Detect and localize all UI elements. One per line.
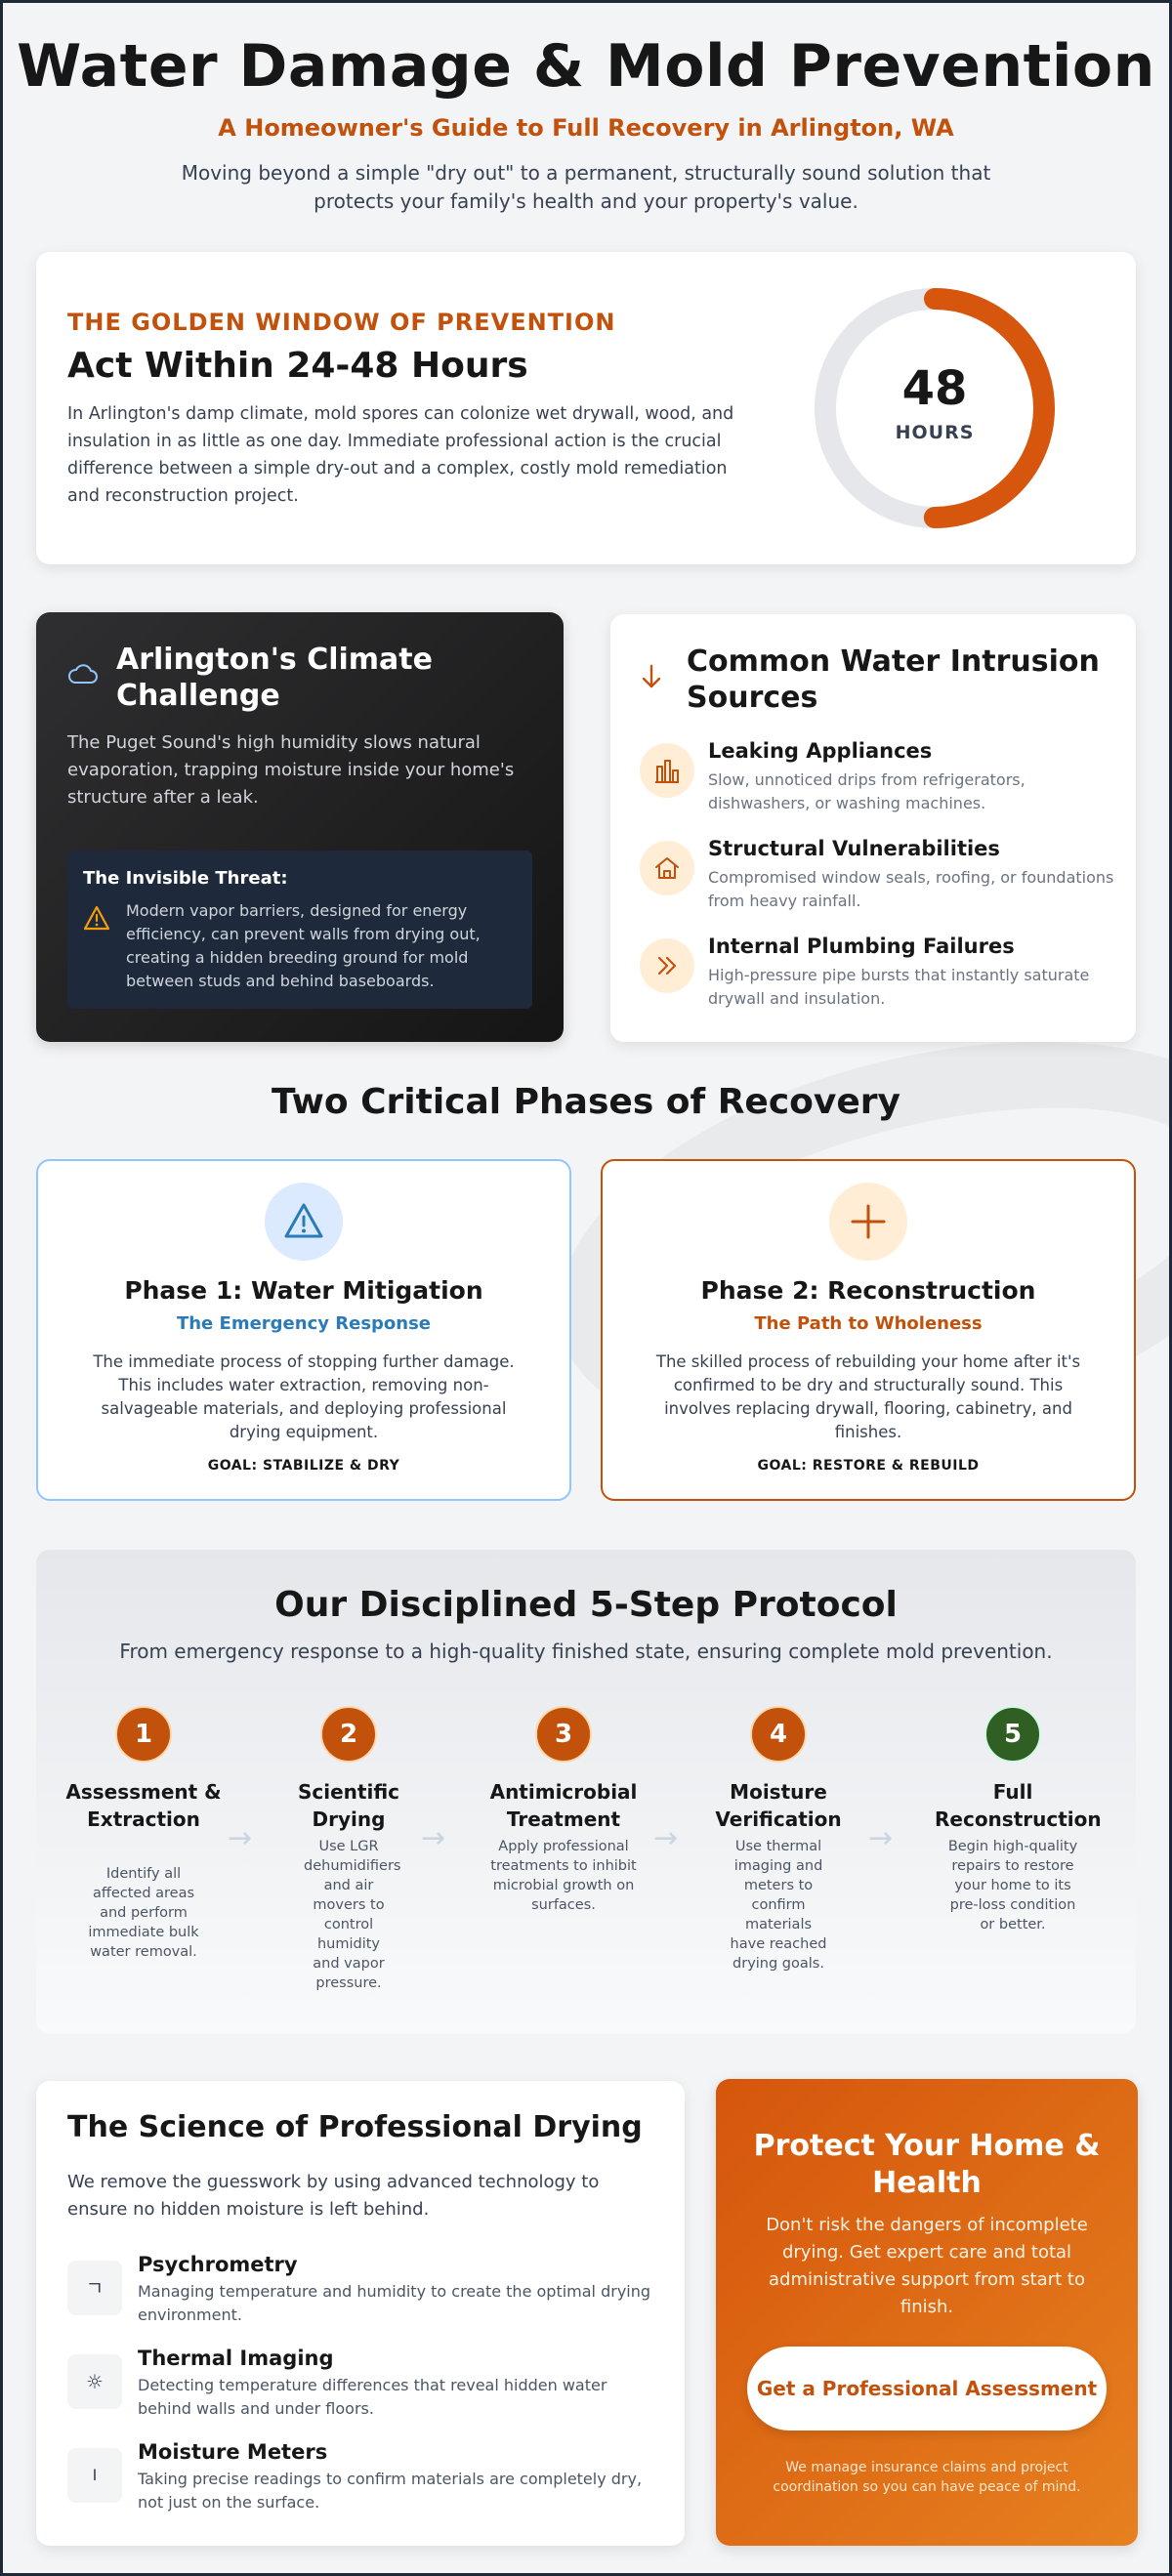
climate-card: Arlington's Climate Challenge The Puget …: [36, 612, 564, 1042]
science-item-name: Moisture Meters: [138, 2440, 328, 2464]
protocol-subtitle: From emergency response to a high-qualit…: [119, 1640, 1053, 1663]
phase-goal: GOAL: RESTORE & REBUILD: [757, 1458, 980, 1474]
step-name: Moisture Verification: [715, 1780, 842, 1831]
page: Water Damage & Mold Prevention A Homeown…: [3, 3, 1169, 2573]
plus-icon: [851, 1204, 886, 1239]
science-body: We remove the guesswork by using advance…: [67, 2172, 600, 2220]
list-item: ☼ Thermal Imaging Detecting temperature …: [67, 2347, 663, 2421]
climate-body: The Puget Sound's high humidity slows na…: [67, 732, 515, 808]
meter-icon: I: [67, 2448, 122, 2503]
ring-progress: [815, 288, 1055, 528]
phase-subtitle: The Path to Wholeness: [754, 1313, 983, 1334]
step-name: Scientific Drying: [297, 1780, 399, 1831]
phase-2-card: Phase 2: Reconstruction The Path to Whol…: [601, 1159, 1136, 1501]
step-number: 5: [984, 1706, 1041, 1763]
science-item-desc: Taking precise readings to confirm mater…: [138, 2470, 643, 2512]
hours-ring-gauge: [815, 288, 1055, 528]
source-desc: Slow, unnoticed drips from refrigerators…: [708, 770, 1026, 812]
arrow-down-icon: [642, 664, 661, 688]
step-arrow: →: [868, 1821, 894, 1855]
step-desc: Begin high-quality repairs to restore yo…: [947, 1839, 1078, 1932]
step-name: Assessment & Extraction: [65, 1780, 222, 1831]
science-item-name: Psychrometry: [138, 2253, 298, 2276]
header: Water Damage & Mold Prevention A Homeown…: [3, 32, 1169, 216]
step-desc: Identify all affected areas and perform …: [88, 1866, 199, 1960]
phase-1-card: Phase 1: Water Mitigation The Emergency …: [36, 1159, 571, 1501]
step-arrow: →: [421, 1821, 446, 1855]
step-arrow: →: [228, 1821, 253, 1855]
list-item: ㄱ Psychrometry Managing temperature and …: [67, 2253, 663, 2327]
source-desc: High-pressure pipe bursts that instantly…: [708, 966, 1090, 1008]
step-number: 3: [535, 1706, 592, 1763]
warning-icon: [284, 1203, 323, 1238]
list-item: Internal Plumbing Failures High-pressure…: [640, 935, 1118, 1013]
phase-title: Phase 1: Water Mitigation: [124, 1276, 483, 1305]
page-subtitle: A Homeowner's Guide to Full Recovery in …: [218, 114, 954, 142]
house-icon: [655, 857, 679, 879]
golden-window-title: Act Within 24-48 Hours: [67, 346, 528, 386]
protect-cta-card: Protect Your Home & Health Don't risk th…: [716, 2079, 1138, 2546]
step-desc: Use LGR dehumidifiers and air movers to …: [304, 1839, 401, 1991]
step-number: 2: [320, 1706, 377, 1763]
phase-desc: The skilled process of rebuilding your h…: [655, 1352, 1081, 1441]
cloud-icon: [68, 664, 98, 684]
ring-unit: HOURS: [895, 422, 975, 443]
page-title: Water Damage & Mold Prevention: [17, 32, 1155, 101]
sources-title: Common Water Intrusion Sources: [687, 644, 1100, 715]
appliance-icon: [655, 760, 679, 783]
phases-title: Two Critical Phases of Recovery: [271, 1082, 901, 1122]
protect-body: Don't risk the dangers of incomplete dry…: [766, 2215, 1088, 2317]
get-assessment-button[interactable]: Get a Professional Assessment: [747, 2347, 1107, 2431]
ring-value: 48: [901, 361, 968, 416]
science-title: The Science of Professional Drying: [67, 2110, 643, 2144]
page-description: Moving beyond a simple "dry out" to a pe…: [181, 161, 991, 213]
double-chevron-icon: [657, 956, 677, 976]
phase-desc: The immediate process of stopping furthe…: [93, 1352, 515, 1441]
psychrometry-icon: ㄱ: [67, 2261, 122, 2315]
protect-note: We manage insurance claims and project c…: [773, 2460, 1081, 2495]
protocol-title: Our Disciplined 5-Step Protocol: [274, 1585, 898, 1625]
science-item-name: Thermal Imaging: [138, 2347, 334, 2370]
step-number: 1: [115, 1706, 172, 1763]
golden-window-card: THE GOLDEN WINDOW OF PREVENTION Act With…: [36, 252, 1136, 564]
source-name: Internal Plumbing Failures: [708, 935, 1015, 958]
sun-icon: ☼: [67, 2354, 122, 2409]
step-number: 4: [750, 1706, 807, 1763]
phase-goal: GOAL: STABILIZE & DRY: [207, 1458, 400, 1474]
phase-subtitle: The Emergency Response: [176, 1313, 432, 1334]
water-sources-card: Common Water Intrusion Sources Leaking A…: [610, 614, 1136, 1042]
threat-title: The Invisible Threat:: [83, 868, 288, 889]
step-name: Full Reconstruction: [935, 1780, 1102, 1831]
step-arrow: →: [653, 1821, 679, 1855]
climate-title: Arlington's Climate Challenge: [116, 643, 433, 713]
golden-window-eyebrow: THE GOLDEN WINDOW OF PREVENTION: [67, 309, 616, 336]
list-item: I Moisture Meters Taking precise reading…: [67, 2440, 663, 2514]
list-item: Structural Vulnerabilities Compromised w…: [640, 837, 1118, 915]
step-name: Antimicrobial Treatment: [489, 1780, 638, 1831]
protect-title: Protect Your Home & Health: [753, 2129, 1101, 2200]
step-desc: Apply professional treatments to inhibit…: [490, 1839, 637, 1913]
source-desc: Compromised window seals, roofing, or fo…: [708, 868, 1114, 910]
drying-science-card: The Science of Professional Drying We re…: [36, 2081, 685, 2546]
science-item-desc: Managing temperature and humidity to cre…: [138, 2282, 651, 2324]
step-desc: Use thermal imaging and meters to confir…: [730, 1839, 827, 1972]
warning-icon: [83, 905, 110, 931]
source-name: Structural Vulnerabilities: [708, 837, 1000, 860]
source-name: Leaking Appliances: [708, 739, 933, 763]
invisible-threat-box: The Invisible Threat: Modern vapor barri…: [67, 851, 532, 1009]
threat-body: Modern vapor barriers, designed for ener…: [126, 901, 481, 990]
science-item-desc: Detecting temperature differences that r…: [138, 2376, 607, 2418]
list-item: Leaking Appliances Slow, unnoticed drips…: [640, 739, 1118, 817]
phase-title: Phase 2: Reconstruction: [700, 1276, 1036, 1305]
golden-window-body: In Arlington's damp climate, mold spores…: [67, 404, 734, 506]
protocol-section: Our Disciplined 5-Step Protocol From eme…: [36, 1550, 1136, 2034]
